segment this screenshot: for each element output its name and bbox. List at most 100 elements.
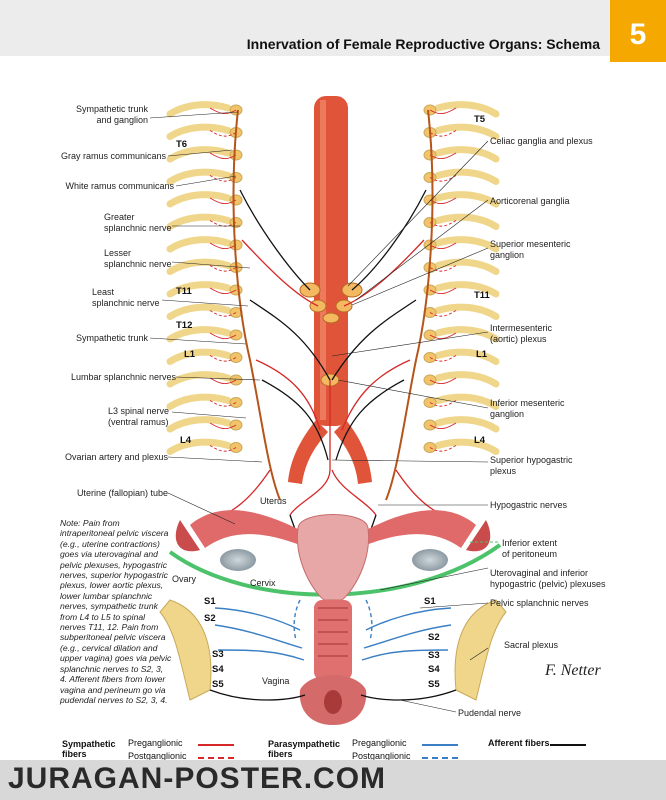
- ramus-communicans-L-9: [209, 310, 237, 317]
- ramus-communicans-R-8: [429, 287, 457, 295]
- ramus-communicans-R-9: [429, 310, 457, 317]
- clinical-note: Note: Pain from intraperitoneal pelvic v…: [60, 518, 172, 705]
- level-t12: T12: [176, 320, 193, 331]
- legend-para-post-line: [422, 757, 458, 759]
- label-inferior-mesenteric-ganglion: Inferior mesenteric ganglion: [490, 398, 565, 419]
- uterus-and-adnexa: [175, 510, 491, 725]
- level-s3-left: S3: [212, 649, 224, 660]
- spinal-nerve-R-3: [434, 168, 500, 185]
- label-ovary: Ovary: [172, 574, 197, 584]
- ramus-communicans-L-15: [209, 445, 237, 452]
- spinal-nerve-R-4: [434, 191, 500, 208]
- ramus-communicans-R-7: [429, 265, 457, 272]
- spinal-nerve-R-2: [434, 146, 500, 163]
- level-l4-right: L4: [474, 435, 486, 446]
- spinal-nerve-R-11: [434, 348, 500, 365]
- spinal-nerve-R-0: [434, 101, 500, 118]
- label-inferior-peritoneum: Inferior extent of peritoneum: [502, 538, 558, 559]
- spinal-nerve-L-2: [166, 146, 232, 163]
- ramus-communicans-R-11: [429, 355, 457, 362]
- label-vagina: Vagina: [262, 676, 290, 686]
- watermark-bar: JURAGAN-POSTER.COM: [0, 760, 666, 800]
- label-lesser-splanchnic: Lesser splanchnic nerve: [104, 248, 172, 269]
- label-l3-spinal-nerve: L3 spinal nerve (ventral ramus): [108, 406, 170, 427]
- spinal-nerve-R-14: [434, 416, 500, 433]
- label-lumbar-splanchnic: Lumbar splanchnic nerves: [70, 372, 176, 382]
- label-greater-splanchnic: Greater splanchnic nerve: [104, 212, 172, 233]
- label-sacral-plexus: Sacral plexus: [504, 640, 559, 650]
- spinal-nerve-L-0: [166, 101, 232, 118]
- level-s4-left: S4: [212, 664, 224, 675]
- spinal-nerve-L-3: [166, 168, 232, 185]
- legend-para-pre-line: [422, 744, 458, 746]
- label-uterine-tube: Uterine (fallopian) tube: [76, 488, 168, 498]
- level-s2-right: S2: [428, 632, 440, 643]
- level-l1-right: L1: [476, 349, 488, 360]
- spinal-nerve-R-6: [434, 236, 500, 253]
- label-uterus: Uterus: [260, 496, 287, 506]
- sympathetic-trunks: [232, 109, 434, 501]
- spinal-nerve-R-13: [434, 393, 500, 410]
- legend-afferent-label: Afferent fibers: [488, 738, 550, 748]
- label-uterovaginal-plexuses: Uterovaginal and inferior hypogastric (p…: [490, 568, 606, 589]
- label-sympathetic-trunk: Sympathetic trunk: [75, 333, 148, 343]
- ramus-communicans-L-7: [209, 265, 237, 272]
- label-pelvic-splanchnic-nerves: Pelvic splanchnic nerves: [490, 598, 589, 608]
- level-t11-right: T11: [474, 290, 490, 301]
- label-hypogastric-nerves: Hypogastric nerves: [490, 500, 568, 510]
- ramus-communicans-L-8: [209, 287, 237, 295]
- spinal-nerve-R-7: [434, 258, 500, 275]
- artist-signature: F. Netter: [545, 662, 601, 679]
- legend-afferent-line: [550, 744, 586, 746]
- spinal-nerve-R-1: [434, 123, 500, 140]
- spinal-nerve-L-13: [166, 393, 232, 410]
- label-least-splanchnic: Least splanchnic nerve: [92, 287, 160, 308]
- pelvic-splanchnic-nerves: [214, 599, 452, 661]
- label-celiac-ganglia: Celiac ganglia and plexus: [490, 136, 593, 146]
- legend-sym-post-line: [198, 757, 234, 759]
- legend-para-pre-label: Preganglionic: [352, 738, 407, 748]
- legend-sympathetic-title: Sympathetic fibers: [62, 739, 116, 759]
- label-white-ramus: White ramus communicans: [65, 181, 174, 191]
- spinal-nerve-R-8: [434, 281, 500, 298]
- spinal-nerve-L-6: [166, 236, 232, 253]
- spinal-nerve-L-4: [166, 191, 232, 208]
- legend-sym-pre-line: [198, 744, 234, 746]
- plate-number-badge: 5: [610, 0, 666, 62]
- legend-para-post-label: Postganglionic: [352, 751, 411, 761]
- sacral-plexus: [159, 599, 507, 701]
- watermark-text: JURAGAN-POSTER.COM: [8, 762, 387, 795]
- label-superior-mesenteric-ganglion: Superior mesenteric ganglion: [490, 239, 571, 260]
- ramus-communicans-R-14: [429, 422, 457, 430]
- spinal-nerve-columns: [166, 101, 500, 455]
- label-superior-hypogastric-plexus: Superior hypogastric plexus: [490, 455, 573, 476]
- spinal-nerve-L-10: [166, 326, 232, 343]
- spinal-nerve-L-9: [166, 303, 232, 320]
- ramus-communicans-L-10: [209, 332, 237, 340]
- level-t6: T6: [176, 139, 188, 150]
- ramus-communicans-L-12: [209, 377, 237, 385]
- ramus-communicans-R-1: [429, 130, 457, 137]
- level-s2-left: S2: [204, 613, 216, 624]
- spinal-nerve-R-10: [434, 326, 500, 343]
- aorta: [288, 96, 372, 484]
- legend-sym-post-label: Postganglionic: [128, 751, 187, 761]
- ramus-communicans-R-6: [429, 242, 457, 250]
- spinal-nerve-L-14: [166, 416, 232, 433]
- spinal-nerve-R-5: [434, 213, 500, 230]
- spinal-nerve-L-7: [166, 258, 232, 275]
- level-l4-left: L4: [180, 435, 192, 446]
- level-t11-left: T11: [176, 286, 192, 297]
- label-aorticorenal-ganglia: Aorticorenal ganglia: [490, 196, 570, 206]
- label-gray-ramus: Gray ramus communicans: [60, 151, 166, 161]
- ramus-communicans-L-6: [209, 242, 237, 250]
- spinal-nerve-L-12: [166, 371, 232, 388]
- legend-parasympathetic-title: Parasympathetic fibers: [268, 739, 341, 759]
- innervation-diagram: [149, 96, 507, 725]
- spinal-nerve-R-15: [434, 438, 500, 455]
- ramus-communicans-L-11: [209, 355, 237, 362]
- level-l1-left: L1: [184, 349, 196, 360]
- spinal-nerve-L-1: [166, 123, 232, 140]
- spinal-nerve-L-5: [166, 213, 232, 230]
- label-sympathetic-trunk-ganglion: Sympathetic trunk and ganglion: [75, 104, 148, 125]
